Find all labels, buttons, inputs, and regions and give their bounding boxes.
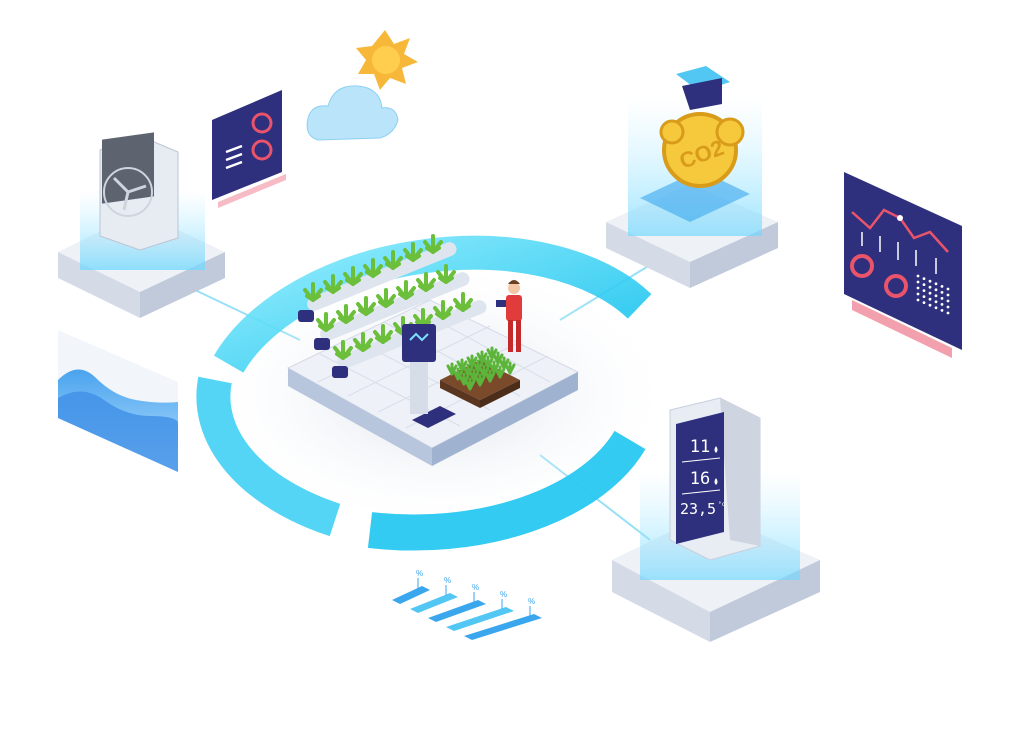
plant [323,274,343,294]
grid-dot [940,291,944,294]
cloud-icon [306,85,399,141]
sensor-unit: °c [718,501,726,508]
grid-dot [946,299,950,303]
plant [353,332,373,352]
level-bar [428,600,486,622]
grid-dot [934,294,938,298]
sensor-screen [676,412,724,544]
grid-dot [934,282,938,286]
dashboard-icon [212,90,286,208]
humidity-drop-icon [714,478,718,485]
level-bar [446,607,514,631]
grid-dot [934,300,938,304]
grid-dot [940,297,944,300]
plant [403,242,423,262]
grid-dot [940,285,944,288]
plant [363,258,383,278]
plant [504,361,516,375]
grid-dot [928,285,932,289]
grid-dot [946,287,950,291]
plant-tray [440,346,520,408]
chart-panel-icon [844,172,962,358]
plant [433,300,453,320]
grid-dot [928,291,932,295]
grid-dot [928,303,932,307]
grid-dot [934,306,938,310]
plant-rows [303,234,473,360]
sensor-value-3: 23,5 [680,500,716,518]
grid-dot [922,301,926,304]
grid-dot [922,277,926,280]
percent-label: % [444,576,451,585]
plant [416,272,436,292]
plant [343,266,363,286]
fan-unit [58,132,225,318]
grid-dot [916,286,920,290]
tablet-icon [496,300,506,307]
control-kiosk [402,324,436,414]
sensor-value-2: 16 [690,469,710,489]
fan-icon [99,132,179,251]
percent-label: % [528,597,535,606]
grid-dot [934,288,938,292]
grid-dot [940,303,944,306]
percent-label: % [416,569,423,578]
grid-dot [922,295,926,298]
plant [336,304,356,324]
plant [436,264,456,284]
plant [453,292,473,312]
level-bar [410,593,458,613]
grid-dot [940,309,944,312]
weather-group [306,30,418,141]
co2-sensor-unit: CO2 [606,66,778,288]
plant [333,340,353,360]
grid-dot [916,298,920,302]
level-bar [464,614,542,640]
grid-dot [946,311,950,315]
co2-sensor-icon: CO2 [659,66,745,188]
plant [303,282,323,302]
grid-dot [946,305,950,309]
plant [494,365,506,379]
grid-dot [922,289,926,292]
level-bar [392,586,430,604]
grid-dot [928,297,932,301]
plant [376,288,396,308]
plant [423,234,443,254]
grid-dot [922,283,926,286]
plant [413,308,433,328]
plant [356,296,376,316]
plant [373,324,393,344]
plant [383,250,403,270]
percent-label: % [500,590,507,599]
plant [396,280,416,300]
climate-sensor-unit: 11 16 23,5 °c [612,397,820,642]
grid-dot [916,274,920,278]
grid-dot [916,292,920,296]
grid-dot [916,280,920,284]
plant [484,369,496,383]
plant [474,373,486,387]
percent-label: % [472,583,479,592]
bar-stack-icon: %%%%% [392,569,542,640]
plant [464,377,476,391]
grid-dot [928,279,932,283]
grid-dot [946,293,950,297]
farmer-icon [496,280,522,352]
sun-icon [356,30,418,90]
humidity-drop-icon [714,446,718,453]
plant [316,312,336,332]
wave-chart-icon [58,330,178,472]
sensor-value-1: 11 [690,437,710,457]
